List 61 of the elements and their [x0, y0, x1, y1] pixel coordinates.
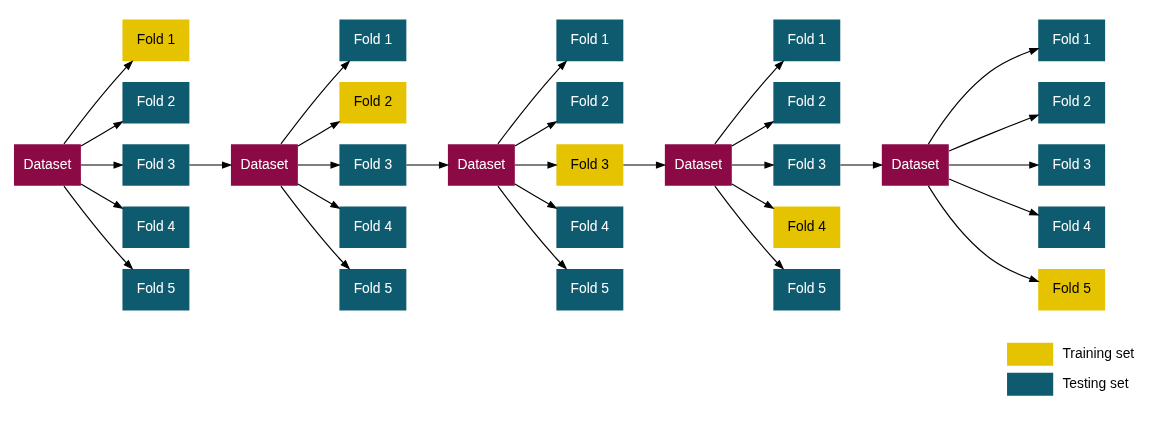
node-box: Fold 1: [339, 19, 407, 61]
arrow: [63, 59, 134, 145]
arrow: [80, 120, 124, 147]
node-box: Fold 1: [556, 19, 624, 61]
arrow: [297, 120, 341, 147]
node-box: Fold 5: [556, 268, 624, 310]
node-box: Fold 3: [773, 143, 841, 186]
arrow: [714, 185, 785, 270]
node-box: Fold 5: [122, 268, 190, 310]
arrow: [280, 185, 351, 270]
arrow: [188, 160, 233, 169]
node-box: Fold 5: [339, 268, 407, 310]
node-box: Fold 5: [773, 268, 841, 310]
arrow: [622, 160, 667, 169]
node-box: Fold 2: [122, 81, 190, 123]
node-box: Fold 3: [339, 143, 407, 186]
node-box: Dataset: [447, 143, 515, 186]
arrow: [497, 185, 568, 270]
arrow: [927, 47, 1040, 145]
node-box: Fold 4: [556, 206, 624, 248]
node-box: Fold 3: [1038, 143, 1106, 186]
node-box: Fold 3: [122, 143, 190, 186]
node-box: Fold 4: [122, 206, 190, 248]
node-box: Fold 4: [773, 206, 841, 248]
arrow: [63, 185, 134, 270]
node-box: Fold 2: [773, 81, 841, 123]
node-box: Dataset: [13, 143, 81, 186]
arrow: [927, 184, 1040, 282]
node-box: Fold 5: [1038, 268, 1106, 310]
arrow: [948, 113, 1040, 152]
arrow: [948, 160, 1040, 169]
node-box: Fold 2: [1038, 81, 1106, 123]
arrow: [731, 160, 775, 169]
arrow: [731, 120, 775, 147]
node-box: Fold 4: [339, 206, 407, 248]
node-box: Fold 2: [339, 81, 407, 123]
arrow: [280, 59, 351, 145]
node-box: Dataset: [664, 143, 732, 186]
arrow: [514, 120, 558, 147]
node-box: Fold 3: [556, 143, 624, 186]
arrow: [948, 177, 1040, 216]
arrow: [514, 160, 558, 169]
node-box: Fold 2: [556, 81, 624, 123]
arrow: [714, 59, 785, 145]
arrow: [514, 183, 558, 209]
node-box: Dataset: [881, 143, 949, 186]
node-box: Fold 1: [773, 19, 841, 61]
node-box: Fold 1: [122, 19, 190, 61]
arrow: [80, 183, 124, 209]
node-box: Fold 1: [1038, 19, 1106, 61]
node-box: Dataset: [230, 143, 298, 186]
arrow: [297, 160, 341, 169]
legend-label: Testing set: [1062, 374, 1129, 391]
arrow: [80, 160, 124, 169]
arrow: [497, 59, 568, 145]
arrow: [405, 160, 450, 169]
node-box: Fold 4: [1038, 206, 1106, 248]
arrow: [731, 183, 775, 209]
arrow: [839, 160, 884, 169]
arrow: [297, 183, 341, 209]
legend-label: Training set: [1062, 344, 1135, 361]
